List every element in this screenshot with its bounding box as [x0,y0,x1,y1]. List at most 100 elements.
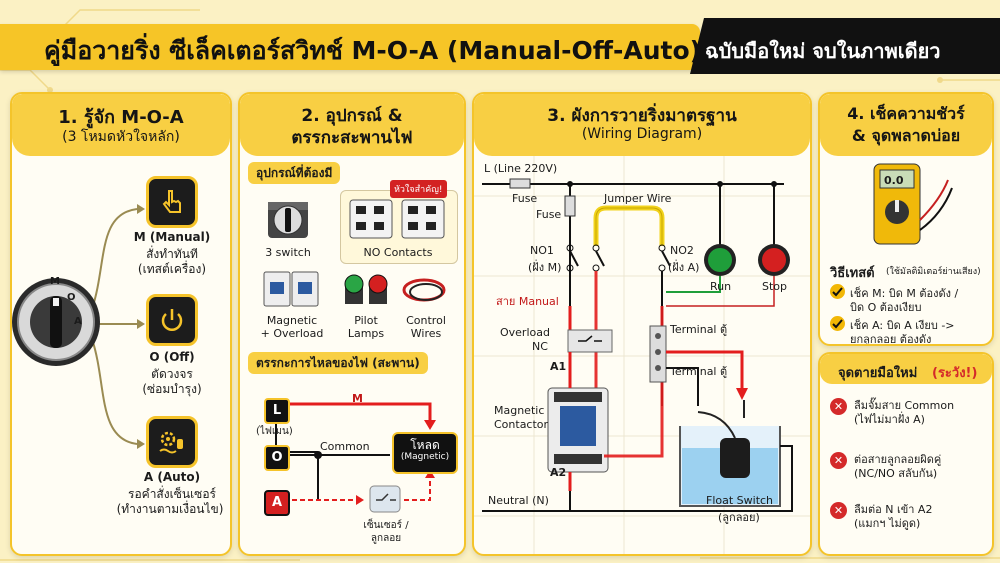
check-icon [830,316,845,331]
sensor-label-line2: ลูกลอย [370,533,402,544]
subtitle-band [690,18,1000,74]
pilot-lamps-icon [344,274,388,304]
panel-warning: (ระวัง!) [932,366,978,381]
a2-label: A2 [550,466,567,479]
error-x-icon: ✕ [830,502,847,519]
panel-testing: 4. เช็คความชัวร์ & จุดพลาดบ่อย 0.0 วิธีเ… [818,92,994,346]
method-title: วิธีเทสต์ [830,266,875,281]
nc-label: NC [532,340,548,353]
panel-header: 3. ผังการวายริ่งมาตรฐาน (Wiring Diagram) [474,94,810,156]
panel-title-line2: & จุดพลาดบ่อย [851,126,961,145]
no1-note: (ฝั่ง M) [528,261,562,274]
load-box [392,432,458,474]
check-icon [830,284,845,299]
stop-label: Stop [762,280,788,293]
check-m-line1: เช็ค M: บิด M ต้องดัง / [850,287,959,300]
float-switch-note: (ลูกลอย) [718,511,760,524]
item-3-switch: 3 switch [265,246,311,259]
panel-subtitle: (3 โหมดหัวใจหลัก) [62,129,180,145]
hand-pointer-icon [146,176,198,228]
no1-label: NO1 [530,244,554,257]
page-subtitle: ฉบับมือใหม่ จบในภาพเดียว [705,39,941,63]
key-badge: หัวใจสำคัญ! [390,180,447,198]
panel-header: 1. รู้จัก M-O-A (3 โหมดหัวใจหลัก) [12,94,230,156]
mistake-2-line1: ต่อสายลูกลอยผิดคู่ [854,453,942,466]
logic-l-note: (ไฟเมน) [256,426,293,437]
panel-header: 2. อุปกรณ์ & ตรรกะสะพานไฟ [240,94,464,156]
meter-display: 0.0 [884,174,904,187]
gear-float-icon [146,416,198,468]
a1-label: A1 [550,360,567,373]
panel-title: 1. รู้จัก M-O-A [58,107,184,128]
mistake-1-line1: ลืมจั๊มสาย Common [854,399,955,412]
fuse-label-1: Fuse [512,192,538,205]
check-m-line2: บิด O ต้องเงียบ [850,301,922,314]
load-note: (Magnetic) [400,452,450,462]
panel-title-line2: ตรรกะสะพานไฟ [291,128,413,148]
mode-connectors [91,204,145,449]
item-control-wires: Control Wires [406,314,446,340]
item-pilot-lamps: Pilot Lamps [347,314,385,340]
equipment-subhead: อุปกรณ์ที่ต้องมี [248,162,341,184]
error-x-icon: ✕ [830,398,847,415]
panel-title-line1: 2. อุปกรณ์ & [301,106,403,126]
mistake-3-line2: (แมกฯ ไม่ดูด) [854,517,921,530]
load-label: โหลด [410,438,440,452]
logic-m-label: M [352,392,363,405]
panel-common-mistakes: จุดตายมือใหม่ (ระวัง!) ✕ ลืมจั๊มสาย Comm… [818,352,994,556]
switch-label-m: M [50,276,60,287]
overload-label: Overload [500,326,550,339]
method-note: (ใช้มัลติมิเตอร์ย่านเสียง) [886,267,981,277]
neutral-label: Neutral (N) [488,494,549,507]
panel-moa-intro: 1. รู้จัก M-O-A (3 โหมดหัวใจหลัก) M O A … [10,92,232,556]
sensor-label-line1: เซ็นเซอร์ / [363,520,409,531]
magnetic-overload-icon [263,271,319,307]
panel-wiring-diagram: 3. ผังการวายริ่งมาตรฐาน (Wiring Diagram) [472,92,812,556]
mode-o-desc: ตัดวงจร [151,367,193,381]
contactor-label: Contactor [494,418,549,431]
fuse-label-2: Fuse [536,208,562,221]
no2-note: (ฝั่ง A) [668,261,700,274]
no-contact-blocks-icon [349,199,445,239]
logic-subhead: ตรรกะการไหลของไฟ (สะพาน) [248,352,428,374]
title-band [0,24,700,70]
control-wires-icon [402,278,446,302]
check-a-line2: ยกลูกลอย ต้องดัง [850,333,932,346]
jumper-label: Jumper Wire [604,192,672,205]
panel-equipment-logic: 2. อุปกรณ์ & ตรรกะสะพานไฟ อุปกรณ์ที่ต้อง… [238,92,466,556]
line-label: L (Line 220V) [484,162,558,175]
logic-node-a: A [264,490,290,516]
item-no-contacts: NO Contacts [363,246,433,259]
item-magnetic-overload: Magnetic + Overload [260,314,324,340]
run-label: Run [710,280,732,293]
wiring-schematic [474,156,810,554]
mode-o-note: (ซ่อมบำรุง) [142,382,202,396]
logic-node-o: O [264,445,290,471]
power-icon [146,294,198,346]
panel-title: 3. ผังการวายริ่งมาตรฐาน [547,106,737,126]
header: คู่มือวายริ่ง ซีเล็คเตอร์สวิทช์ M-O-A (M… [0,14,1000,78]
no2-label: NO2 [670,244,694,257]
terminal-label-2: Terminal ตู้ [670,365,728,378]
logic-common-label: Common [320,440,370,453]
mode-m-note: (เทสต์เครื่อง) [137,262,207,276]
manual-wire-label: สาย Manual [496,295,559,308]
mode-a-desc: รอคำสั่งเซ็นเซอร์ [128,487,216,501]
check-a-line1: เช็ค A: บิด A เงียบ -> [850,319,955,332]
panel-subtitle: (Wiring Diagram) [581,126,703,142]
switch-label-o: O [67,292,76,303]
page-title: คู่มือวายริ่ง ซีเล็คเตอร์สวิทช์ M-O-A (M… [44,36,702,65]
panel-title: จุดตายมือใหม่ [838,366,918,381]
error-x-icon: ✕ [830,452,847,469]
terminal-label-1: Terminal ตู้ [670,323,728,336]
switch-label-a: A [74,316,82,327]
mistake-2-line2: (NC/NO สลับกัน) [854,467,938,480]
selector-switch-icon [12,278,100,366]
logic-node-l: L [264,398,290,424]
mistake-3-line1: ลืมต่อ N เข้า A2 [854,503,933,516]
panel-title-line1: 4. เช็คความชัวร์ [847,104,965,123]
mode-a-name: A (Auto) [143,470,201,484]
panel-header: 4. เช็คความชัวร์ & จุดพลาดบ่อย [820,94,992,156]
mode-a-note: (ทำงานตามเงื่อนไข) [116,502,224,516]
